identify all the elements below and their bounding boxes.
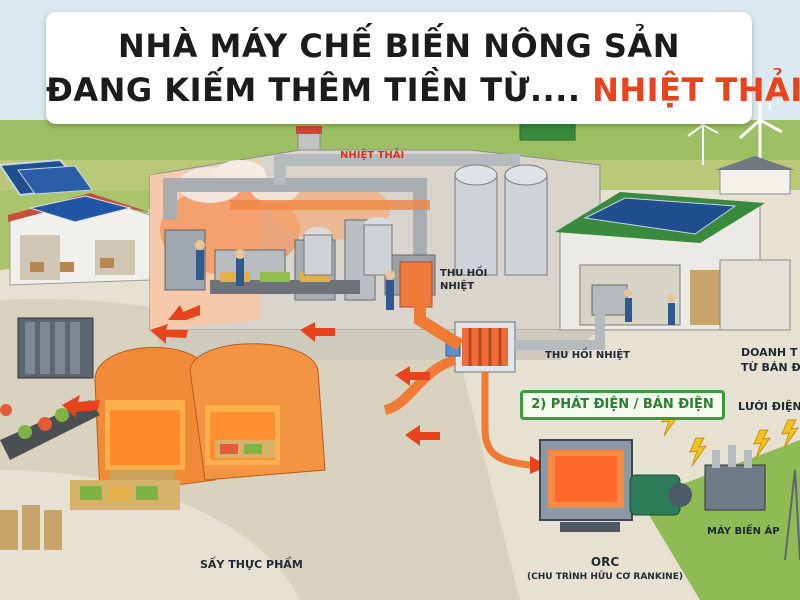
hot-pipe bbox=[383, 355, 457, 415]
label-luoi-dien: LƯỚI ĐIỆN bbox=[738, 400, 800, 413]
shed-right bbox=[719, 167, 791, 195]
label-doanh-thu: DOANH T TỪ BÁN Đ bbox=[741, 345, 800, 375]
label-nhiet-thai: NHIỆT THẢI bbox=[340, 150, 405, 161]
title-line-2: ĐANG KIẾM THÊM TIỀN TỪ.... NHIỆT THẢI bbox=[46, 68, 800, 112]
transformer bbox=[704, 445, 766, 511]
label-orc: ORC (CHU TRÌNH HỮU CƠ RANKINE) bbox=[520, 555, 690, 585]
label-orc-line1: ORC bbox=[590, 555, 620, 569]
orc-unit bbox=[539, 439, 692, 532]
title-line-2-main: ĐANG KIẾM THÊM TIỀN TỪ.... bbox=[46, 71, 581, 109]
title-banner: NHÀ MÁY CHẾ BIẾN NÔNG SẢN ĐANG KIẾM THÊM… bbox=[46, 12, 800, 124]
flow-arrows bbox=[62, 305, 440, 446]
right-building bbox=[555, 192, 791, 331]
shed-right-roof bbox=[715, 156, 795, 170]
hot-pipe bbox=[414, 300, 464, 351]
label-say-thuc-pham: SẤY THỰC PHẨM bbox=[200, 558, 303, 571]
solar-panel-icon bbox=[0, 158, 93, 197]
label-thu-hoi-nhiet-top-line1: THU HỒI bbox=[440, 268, 488, 279]
label-may-bien-ap: MÁY BIẾN ÁP bbox=[707, 526, 780, 537]
left-warehouse bbox=[8, 193, 152, 286]
label-doanh-thu-line1: DOANH T bbox=[741, 346, 798, 359]
label-thu-hoi-nhiet-top: THU HỒI NHIỆT bbox=[440, 267, 487, 293]
phat-dien-box: 2) PHÁT ĐIỆN / BÁN ĐIỆN bbox=[520, 390, 725, 420]
title-line-1: NHÀ MÁY CHẾ BIẾN NÔNG SẢN bbox=[118, 27, 680, 65]
title-highlight: NHIỆT THẢI bbox=[592, 71, 800, 109]
grey-pipe bbox=[515, 300, 605, 350]
label-phat-dien: 2) PHÁT ĐIỆN / BÁN ĐIỆN bbox=[531, 397, 714, 412]
hot-pipe bbox=[481, 372, 531, 469]
label-thu-hoi-nhiet-bottom: THU HỒI NHIỆT bbox=[545, 350, 630, 361]
label-thu-hoi-nhiet-top-line2: NHIỆT bbox=[440, 281, 475, 292]
food-dryer bbox=[70, 343, 326, 510]
label-orc-line2: (CHU TRÌNH HỮU CƠ RANKINE) bbox=[527, 572, 683, 582]
power-tower bbox=[784, 469, 800, 561]
label-doanh-thu-line2: TỪ BÁN Đ bbox=[741, 361, 800, 374]
